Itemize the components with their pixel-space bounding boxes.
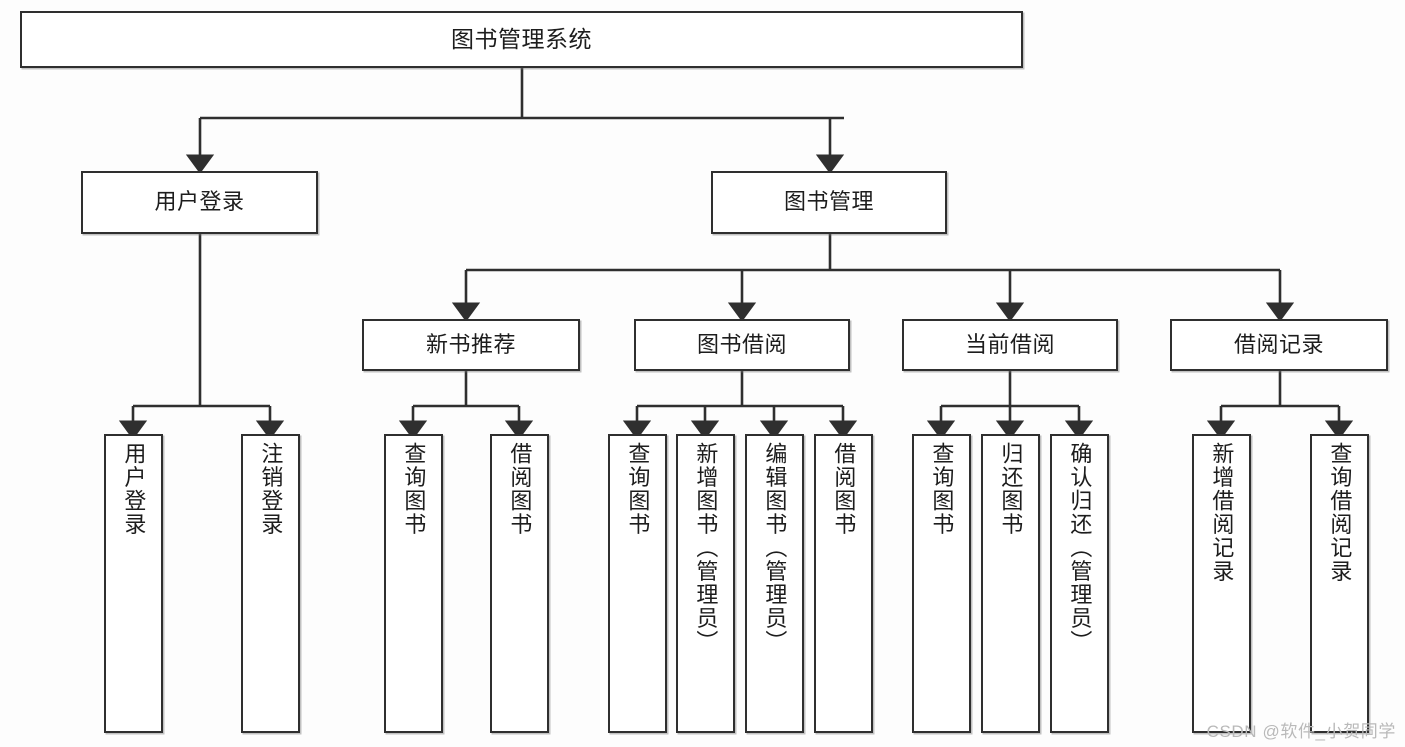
node-leaf-query-book-recommend[interactable]: 查询图书 — [384, 434, 443, 733]
node-leaf-confirm-return-admin[interactable]: 确认归还（管理员） — [1050, 434, 1109, 733]
node-leaf-query-book-current[interactable]: 查询图书 — [912, 434, 971, 733]
node-label: 用户登录 — [154, 189, 245, 215]
node-label: 查询图书 — [625, 442, 651, 536]
node-book-management[interactable]: 图书管理 — [711, 171, 947, 234]
node-label: 借阅图书 — [507, 442, 533, 536]
node-label: 借阅图书 — [831, 442, 857, 536]
node-label: 查询图书 — [929, 442, 955, 536]
node-leaf-user-login[interactable]: 用户登录 — [104, 434, 163, 733]
node-label: 图书管理系统 — [451, 25, 592, 52]
node-label: 归还图书 — [998, 442, 1024, 536]
node-leaf-query-borrow-record[interactable]: 查询借阅记录 — [1310, 434, 1369, 733]
node-leaf-borrow-book[interactable]: 借阅图书 — [814, 434, 873, 733]
node-current-borrow[interactable]: 当前借阅 — [902, 319, 1118, 371]
node-leaf-query-book-borrow[interactable]: 查询图书 — [608, 434, 667, 733]
node-leaf-edit-book-admin[interactable]: 编辑图书（管理员） — [745, 434, 804, 733]
node-leaf-logout[interactable]: 注销登录 — [241, 434, 300, 733]
node-leaf-add-borrow-record[interactable]: 新增借阅记录 — [1192, 434, 1251, 733]
node-label: 新增借阅记录 — [1209, 442, 1235, 583]
node-new-book-recommend[interactable]: 新书推荐 — [362, 319, 580, 371]
node-label: 用户登录 — [121, 442, 147, 536]
node-label: 确认归还（管理员） — [1067, 442, 1093, 654]
node-label: 编辑图书（管理员） — [762, 442, 788, 654]
node-borrow-record[interactable]: 借阅记录 — [1170, 319, 1388, 371]
node-leaf-borrow-book-recommend[interactable]: 借阅图书 — [490, 434, 549, 733]
node-label: 图书借阅 — [696, 331, 787, 357]
node-label: 查询借阅记录 — [1327, 442, 1353, 583]
node-label: 查询图书 — [401, 442, 427, 536]
node-label: 借阅记录 — [1233, 331, 1324, 357]
node-label: 当前借阅 — [964, 331, 1055, 357]
watermark-text: CSDN @软件_小贺同学 — [1206, 722, 1396, 741]
node-user-login[interactable]: 用户登录 — [81, 171, 318, 234]
node-root-system[interactable]: 图书管理系统 — [20, 11, 1023, 68]
node-book-borrow[interactable]: 图书借阅 — [634, 319, 850, 371]
node-label: 注销登录 — [258, 442, 284, 536]
node-label: 图书管理 — [783, 189, 874, 215]
node-leaf-add-book-admin[interactable]: 新增图书（管理员） — [676, 434, 735, 733]
node-leaf-return-book[interactable]: 归还图书 — [981, 434, 1040, 733]
node-label: 新增图书（管理员） — [693, 442, 719, 654]
node-label: 新书推荐 — [425, 331, 516, 357]
